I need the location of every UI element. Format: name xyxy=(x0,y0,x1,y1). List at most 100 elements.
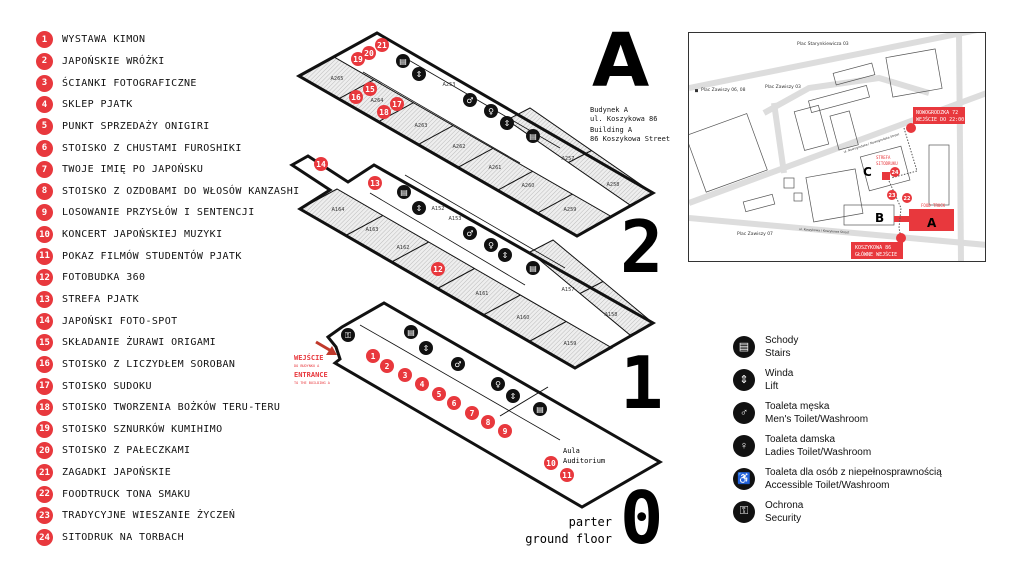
marker-number: 18 xyxy=(379,108,389,117)
marker-number: 12 xyxy=(433,265,443,274)
corridor-wall xyxy=(362,71,521,164)
ladies-toilet-icon: ♀ xyxy=(733,434,755,457)
room-divider xyxy=(417,125,454,146)
attraction-marker: 18 xyxy=(377,105,391,119)
marker-number: 15 xyxy=(365,85,375,94)
marker-number: 3 xyxy=(403,371,408,380)
building-pl-line1: Budynek A xyxy=(590,106,629,114)
attraction-label: JAPOŃSKI FOTO-SPOT xyxy=(62,315,178,327)
map-marker-24: 24 xyxy=(892,170,899,176)
mens-toilet-icon: ♂ xyxy=(733,401,755,424)
corridor-wall xyxy=(369,192,526,286)
attraction-marker: 8 xyxy=(481,415,495,429)
attraction-number-badge: 13 xyxy=(36,291,53,308)
attraction-label: TRADYCYJNE WIESZANIE ŻYCZEŃ xyxy=(62,510,236,522)
stop-zawiszy-06-08: Plac Zawiszy 06, 08 xyxy=(701,87,746,93)
stop-zawiszy-07: Plac Zawiszy 07 xyxy=(737,231,773,237)
attraction-marker: 20 xyxy=(362,46,376,60)
marker-number: 6 xyxy=(452,399,457,408)
attraction-number-badge: 4 xyxy=(36,96,53,114)
corridor-wall xyxy=(404,174,566,269)
marker-number: 14 xyxy=(316,160,326,169)
attraction-label: SKŁADANIE ŻURAWI ORIGAMI xyxy=(62,337,217,349)
auditorium-en: Auditorium xyxy=(563,457,605,465)
marker-number: 2 xyxy=(385,362,390,371)
room-label: A263 xyxy=(415,123,428,129)
legend-label-pl: Winda xyxy=(765,367,794,379)
attraction-number-badge: 23 xyxy=(36,507,53,525)
lift-icon: ⇕ xyxy=(506,389,520,403)
room-divider xyxy=(537,193,573,214)
strefa-label-2: SITODRUKU xyxy=(876,161,898,166)
room-divider xyxy=(497,170,533,191)
building-letter: A xyxy=(592,18,649,104)
svg-text:▤: ▤ xyxy=(529,264,537,273)
attraction-label: SITODRUK NA TORBACH xyxy=(62,532,184,544)
marker-number: 21 xyxy=(377,41,387,50)
nowogrodzka-entrance-dot xyxy=(906,123,916,133)
room-divider xyxy=(345,215,384,236)
attraction-label: STOISKO Z OZDOBAMI DO WŁOSÓW KANZASHI xyxy=(62,185,300,197)
attraction-label: STOISKO Z CHUSTAMI FUROSHIKI xyxy=(62,142,242,154)
attraction-marker: 3 xyxy=(398,368,412,382)
legend-label-pl: Toaleta męska xyxy=(765,400,830,412)
mens-toilet-icon: ♂ xyxy=(463,226,477,240)
foodtruck-label: FOOD TRUCK xyxy=(921,203,946,208)
marker-number: 1 xyxy=(371,352,376,361)
room-label: A152 xyxy=(432,206,445,212)
koszykowa-label: KOSZYKOWA 86 xyxy=(855,245,891,251)
attraction-number-badge: 18 xyxy=(36,399,53,417)
attraction-number-badge: 11 xyxy=(36,247,53,265)
floor-0-outline xyxy=(325,301,664,509)
marker-number: 8 xyxy=(486,418,491,427)
attraction-marker: 15 xyxy=(363,82,377,96)
attraction-label: STOISKO SUDOKU xyxy=(62,380,152,392)
svg-text:⇕: ⇕ xyxy=(510,392,517,401)
svg-text:▤: ▤ xyxy=(529,132,537,141)
attraction-label: STOISKO TWORZENIA BOŻKÓW TERU-TERU xyxy=(62,402,281,414)
marker-number: 4 xyxy=(420,380,425,389)
lift-icon: ⇕ xyxy=(498,248,512,262)
mens-toilet-icon: ♂ xyxy=(451,357,465,371)
stairs-icon: ▤ xyxy=(733,335,755,358)
svg-text:⚿: ⚿ xyxy=(345,331,351,340)
attraction-label: ZAGADKI JAPOŃSKIE xyxy=(62,467,172,479)
marker-number: 5 xyxy=(437,390,442,399)
building-pl-line2: ul. Koszykowa 86 xyxy=(590,115,657,123)
lift-icon: ⇕ xyxy=(412,67,426,81)
attraction-label: STOISKO Z PAŁECZKAMI xyxy=(62,445,191,457)
map-label-a: A xyxy=(927,216,937,230)
svg-text:♀: ♀ xyxy=(488,241,494,250)
marker-number: 11 xyxy=(562,471,572,480)
attraction-label: STREFA PJATK xyxy=(62,294,140,305)
room-label: A157 xyxy=(562,287,575,293)
lift-icon: ⇕ xyxy=(419,341,433,355)
floor-2-outline xyxy=(295,31,657,238)
nowogrodzka-label: NOWOGRODZKA 72 xyxy=(916,110,958,116)
attraction-number-badge: 19 xyxy=(36,420,53,438)
floor-1-label: 1 xyxy=(620,341,663,425)
room-label: A264 xyxy=(371,98,384,104)
map-drawing: 24 23 22 A B C Plac Starynkiewicza 03 Pl… xyxy=(689,33,985,261)
entrance-en-sub: TO THE BUILDING A xyxy=(294,381,331,385)
ground-floor-pl: parter xyxy=(569,515,612,529)
legend-label-en: Lift xyxy=(765,380,779,392)
attraction-number-badge: 5 xyxy=(36,117,53,135)
room-label: A163 xyxy=(366,227,379,233)
